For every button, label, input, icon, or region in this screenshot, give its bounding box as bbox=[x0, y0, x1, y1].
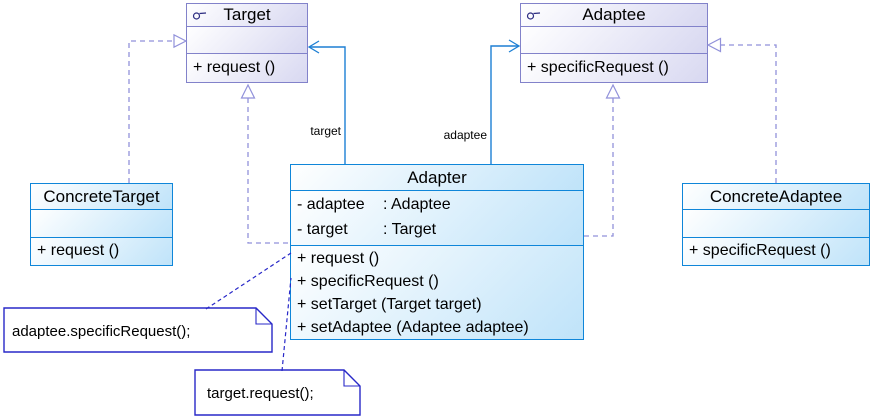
method-row: + setTarget (Target target) bbox=[297, 296, 482, 313]
association-label-adaptee[interactable]: adaptee bbox=[444, 128, 488, 142]
class-header: Adaptee bbox=[521, 4, 707, 26]
class-box-adapter[interactable]: Adapter - adaptee : Adaptee - target : Tar… bbox=[290, 164, 584, 340]
attribute-name: - target bbox=[297, 221, 348, 238]
realization-arrowhead bbox=[173, 33, 188, 49]
note-text: target.request(); bbox=[207, 385, 314, 402]
realization-arrowhead bbox=[240, 83, 256, 99]
association-adapter-adaptee[interactable] bbox=[490, 39, 521, 164]
methods-compartment: + specificRequest () bbox=[521, 53, 707, 82]
note-body[interactable] bbox=[3, 307, 273, 353]
attribute-row: - target : Target bbox=[291, 217, 583, 242]
attributes-compartment: - adaptee : Adaptee - target : Target bbox=[291, 190, 583, 245]
method-row: + request () bbox=[297, 250, 380, 267]
class-title: ConcreteAdaptee bbox=[709, 187, 843, 206]
methods-compartment: + request () bbox=[31, 237, 172, 265]
methods-compartment: + request () bbox=[187, 53, 307, 82]
class-box-adaptee[interactable]: Adaptee + specificRequest () bbox=[520, 3, 708, 83]
methods-compartment: + request () + specificRequest () + setT… bbox=[291, 245, 583, 339]
method-row: + specificRequest () bbox=[689, 242, 831, 259]
method-row: + specificRequest () bbox=[527, 59, 669, 76]
note-fold-corner bbox=[255, 308, 272, 325]
realization-arrowhead bbox=[605, 83, 621, 99]
association-arrowhead bbox=[307, 40, 320, 54]
note-body[interactable] bbox=[194, 369, 361, 416]
class-header: Target bbox=[187, 4, 307, 26]
class-header: ConcreteTarget bbox=[31, 184, 172, 209]
attributes-compartment bbox=[187, 26, 307, 53]
method-row: + request () bbox=[193, 59, 276, 76]
method-row: + setAdaptee (Adaptee adaptee) bbox=[297, 319, 529, 336]
realization-concretetarget-target[interactable] bbox=[128, 33, 188, 183]
class-header: ConcreteAdaptee bbox=[683, 184, 869, 209]
attributes-compartment bbox=[683, 209, 869, 237]
realization-adapter-target[interactable] bbox=[240, 83, 291, 244]
method-row: + request () bbox=[37, 242, 120, 259]
methods-compartment: + specificRequest () bbox=[683, 237, 869, 265]
note-specific-request-impl[interactable]: target.request(); bbox=[194, 369, 361, 416]
realization-arrowhead bbox=[706, 37, 722, 53]
class-header: Adapter bbox=[291, 165, 583, 190]
class-title: Adaptee bbox=[582, 5, 646, 24]
method-row: + specificRequest () bbox=[297, 273, 439, 290]
realization-concreteadaptee-adaptee[interactable] bbox=[706, 37, 777, 184]
note-text: adaptee.specificRequest(); bbox=[12, 323, 190, 340]
association-label-target[interactable]: target bbox=[310, 124, 341, 138]
attributes-compartment bbox=[31, 209, 172, 237]
class-title: Target bbox=[223, 5, 271, 24]
note-anchor-request[interactable] bbox=[205, 252, 292, 310]
realization-adapter-adaptee[interactable] bbox=[584, 83, 621, 237]
association-arrowhead bbox=[508, 39, 521, 53]
classifier-icon bbox=[526, 12, 541, 20]
attribute-row: - adaptee : Adaptee bbox=[291, 192, 583, 217]
note-request-impl[interactable]: adaptee.specificRequest(); bbox=[3, 307, 273, 353]
class-title: ConcreteTarget bbox=[43, 187, 160, 206]
note-fold-corner bbox=[343, 370, 360, 387]
attribute-type: : Adaptee bbox=[383, 196, 451, 213]
association-adapter-target[interactable] bbox=[307, 40, 346, 164]
attribute-type: : Target bbox=[383, 221, 437, 238]
class-box-concrete-adaptee[interactable]: ConcreteAdaptee + specificRequest () bbox=[682, 183, 870, 266]
class-title: Adapter bbox=[407, 168, 467, 187]
class-box-concrete-target[interactable]: ConcreteTarget + request () bbox=[30, 183, 173, 266]
class-box-target[interactable]: Target + request () bbox=[186, 3, 308, 83]
attributes-compartment bbox=[521, 26, 707, 53]
attribute-name: - adaptee bbox=[297, 196, 365, 213]
classifier-icon bbox=[192, 12, 207, 20]
